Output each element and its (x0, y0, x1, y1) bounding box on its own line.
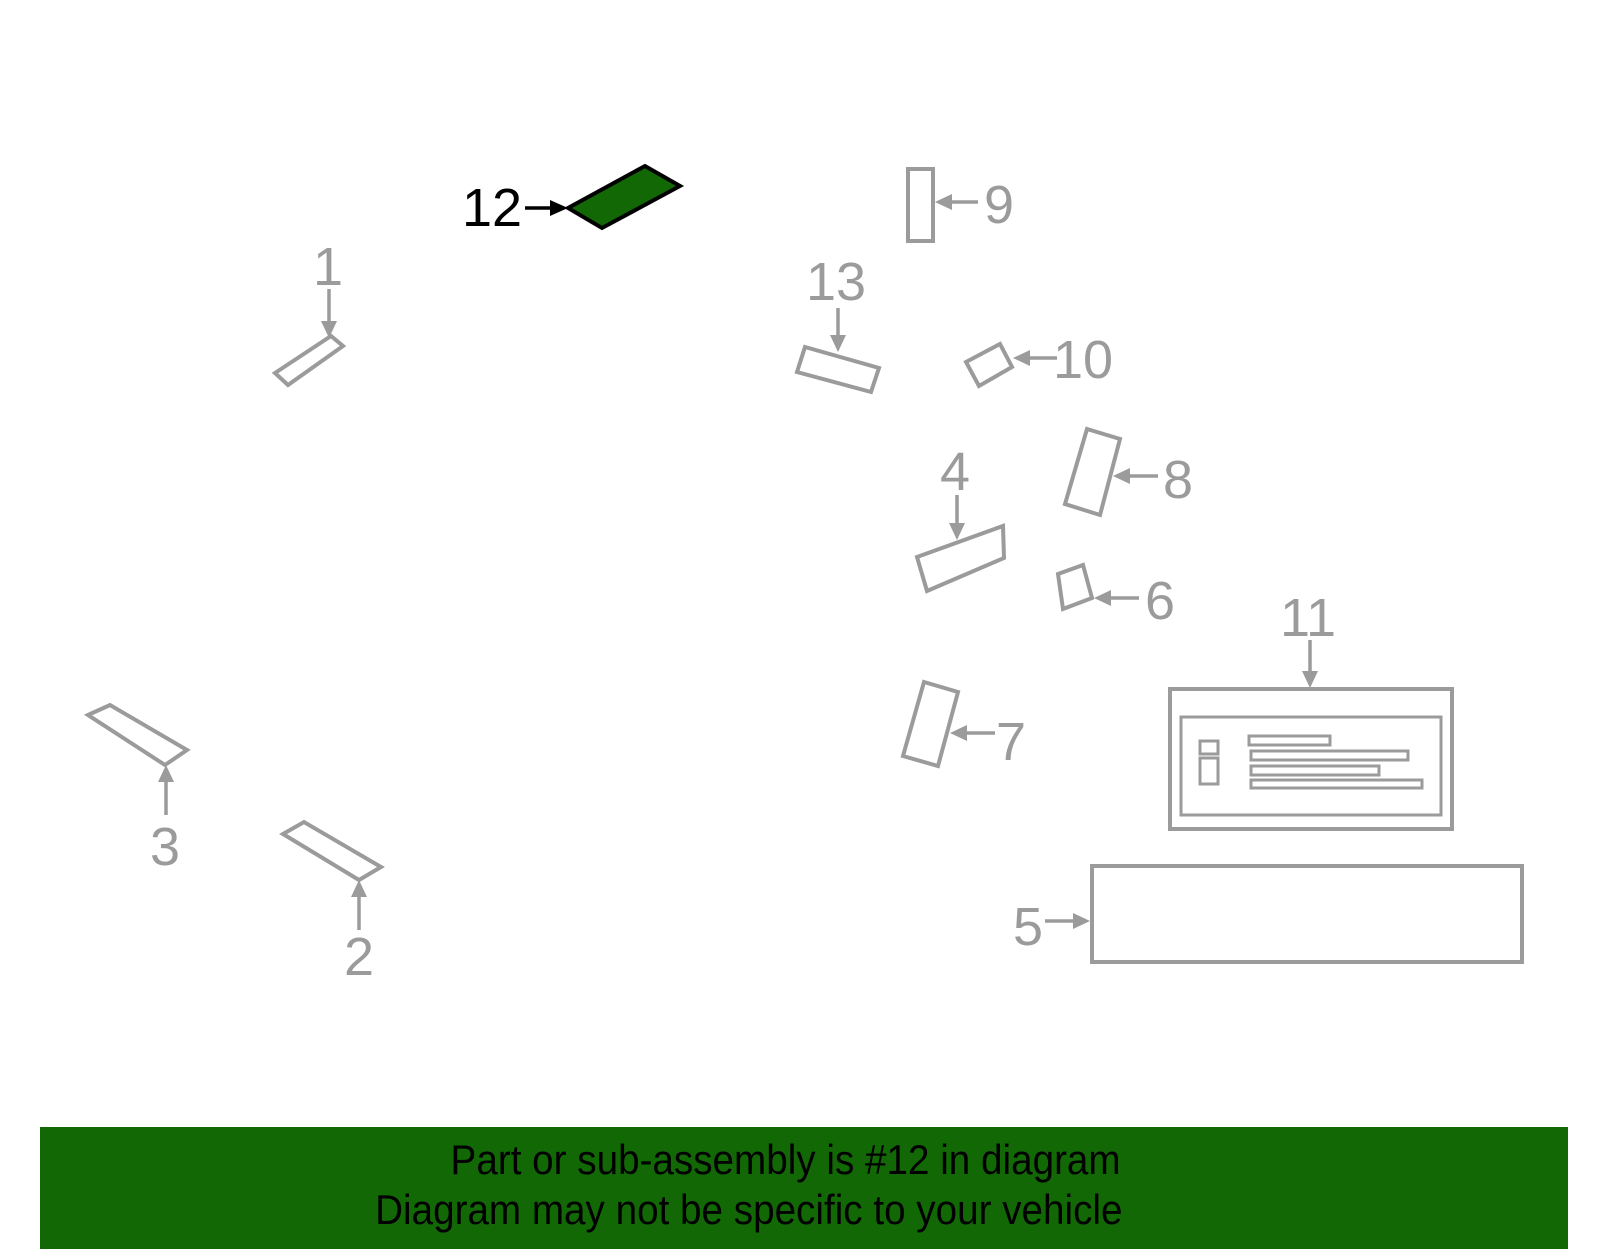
part-11[interactable]: 11 (1168, 588, 1454, 831)
part-11-text-line-1 (1247, 734, 1332, 747)
part-11-icon-box-bottom (1198, 756, 1220, 786)
part-8[interactable]: 8 (1062, 426, 1193, 518)
part-4-arrowhead (949, 523, 965, 540)
part-3-shape (83, 702, 191, 768)
part-3[interactable]: 3 (83, 702, 191, 877)
part-6-arrowhead (1094, 590, 1111, 606)
part-11-text-line-2 (1249, 749, 1410, 762)
part-12-arrowhead (550, 200, 568, 216)
banner-disclaimer-line: Diagram may not be specific to your vehi… (375, 1186, 1123, 1233)
part-6[interactable]: 6 (1055, 562, 1175, 631)
part-11-icon-box-top (1198, 739, 1220, 756)
part-2-shape (279, 819, 385, 883)
part-11-text-line-3 (1249, 764, 1381, 777)
part-7-label[interactable]: 7 (996, 712, 1026, 772)
part-10-label[interactable]: 10 (1053, 330, 1113, 390)
part-1-label[interactable]: 1 (313, 237, 343, 297)
info-banner: Part or sub-assembly is #12 in diagram D… (40, 1127, 1568, 1249)
part-6-label[interactable]: 6 (1145, 571, 1175, 631)
part-8-arrowhead (1113, 468, 1130, 484)
part-13-label[interactable]: 13 (806, 252, 866, 312)
part-9[interactable]: 9 (906, 167, 1014, 243)
part-11-text-line-4 (1249, 778, 1424, 790)
part-3-label[interactable]: 3 (150, 817, 180, 877)
part-9-arrowhead (935, 194, 952, 210)
part-10-shape (963, 341, 1015, 389)
part-4-label[interactable]: 4 (940, 442, 970, 502)
parts-diagram: 12 1 3 2 9 13 10 (83, 163, 1524, 987)
part-1-arrowhead (321, 321, 337, 338)
part-4-shape (914, 523, 1007, 594)
part-2[interactable]: 2 (279, 819, 385, 987)
part-13-shape (794, 344, 882, 395)
part-10-arrowhead (1013, 350, 1030, 366)
part-4[interactable]: 4 (914, 442, 1007, 594)
banner-part-line: Part or sub-assembly is #12 in diagram (450, 1136, 1121, 1183)
part-7[interactable]: 7 (900, 679, 1026, 772)
part-7-shape (900, 679, 961, 769)
part-8-shape (1062, 426, 1123, 518)
part-6-shape (1055, 562, 1095, 612)
part-5-label[interactable]: 5 (1013, 897, 1043, 957)
part-1-shape (271, 333, 347, 388)
part-12-shape[interactable] (563, 163, 685, 231)
part-12-label[interactable]: 12 (462, 178, 522, 238)
part-9-shape (906, 167, 935, 243)
part-8-label[interactable]: 8 (1163, 450, 1193, 510)
part-5-arrowhead (1073, 913, 1090, 929)
part-11-label[interactable]: 11 (1280, 588, 1336, 648)
part-2-label[interactable]: 2 (344, 927, 374, 987)
part-13-arrowhead (830, 335, 846, 352)
part-12[interactable]: 12 (462, 163, 685, 238)
part-5[interactable]: 5 (1013, 864, 1524, 964)
part-5-shape (1090, 864, 1524, 964)
part-13[interactable]: 13 (794, 252, 882, 395)
part-7-arrowhead (950, 725, 967, 741)
part-2-arrowhead (351, 880, 367, 897)
part-11-arrowhead (1302, 671, 1318, 688)
part-1[interactable]: 1 (271, 237, 347, 388)
part-10[interactable]: 10 (963, 330, 1113, 390)
part-3-arrowhead (158, 765, 174, 782)
part-9-label[interactable]: 9 (984, 175, 1014, 235)
